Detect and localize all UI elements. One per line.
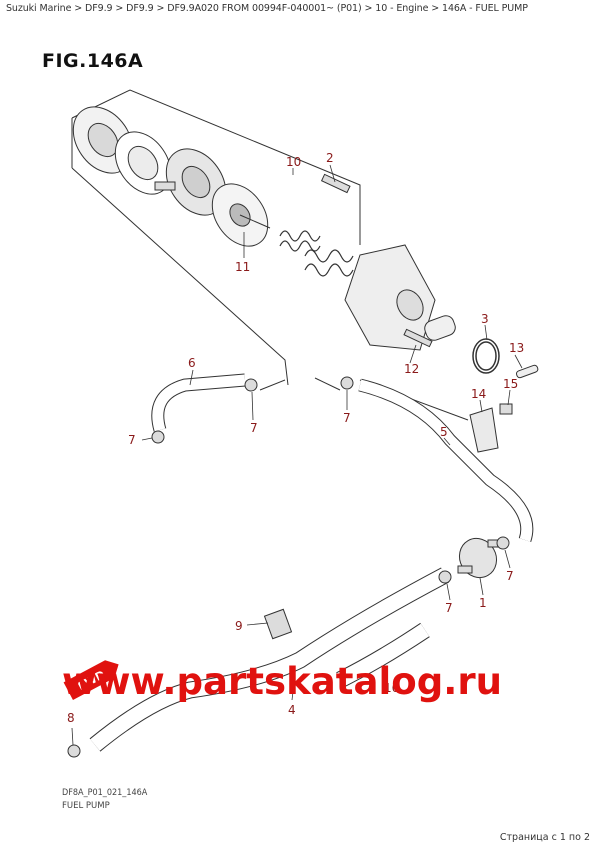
callout-2[interactable]: 2 (326, 151, 334, 165)
callout-7c[interactable]: 7 (343, 411, 351, 425)
callout-7e[interactable]: 7 (506, 569, 514, 583)
callout-10[interactable]: 10 (286, 155, 301, 169)
filter-pin (515, 364, 539, 379)
callout-4[interactable]: 4 (288, 703, 296, 717)
callout-11[interactable]: 11 (235, 260, 250, 274)
screws (320, 173, 433, 348)
pager: Страница с 1 по 2 (499, 832, 590, 843)
callout-16[interactable]: 16 (384, 681, 399, 695)
pump-cover (344, 244, 456, 351)
hose-16 (336, 622, 430, 688)
callout-9[interactable]: 9 (235, 619, 243, 633)
leader-lines (71, 164, 523, 746)
callout-15[interactable]: 15 (503, 377, 518, 391)
callout-7b[interactable]: 7 (250, 421, 258, 435)
callout-14[interactable]: 14 (471, 387, 486, 401)
callout-13[interactable]: 13 (509, 341, 524, 355)
callout-5[interactable]: 5 (440, 425, 448, 439)
callout-8[interactable]: 8 (67, 711, 75, 725)
diagram-caption: FUEL PUMP (62, 801, 110, 811)
hose-5 (358, 378, 534, 543)
drawing-code: DF8A_P01_021_146A (62, 788, 148, 798)
hose-6 (151, 373, 246, 432)
o-ring (472, 338, 500, 374)
breadcrumb[interactable]: Suzuki Marine > DF9.9 > DF9.9 > DF9.9A02… (6, 3, 528, 14)
callout-3[interactable]: 3 (481, 312, 489, 326)
springs (279, 230, 354, 277)
hose-clamp-bracket (469, 403, 513, 453)
callout-7a[interactable]: 7 (128, 433, 136, 447)
figure-title: FIG.146A (42, 50, 144, 72)
callout-1[interactable]: 1 (479, 596, 487, 610)
hose-4 (89, 567, 449, 752)
pump-gasket-plate (72, 106, 172, 195)
callout-6[interactable]: 6 (188, 356, 196, 370)
fuel-filter-1 (457, 537, 501, 579)
callout-7d[interactable]: 7 (445, 601, 453, 615)
diaphragm-assembly (211, 183, 271, 247)
callout-12[interactable]: 12 (404, 362, 419, 376)
watermark: www.partskatalog.ru (62, 660, 502, 703)
clamps (67, 376, 510, 758)
